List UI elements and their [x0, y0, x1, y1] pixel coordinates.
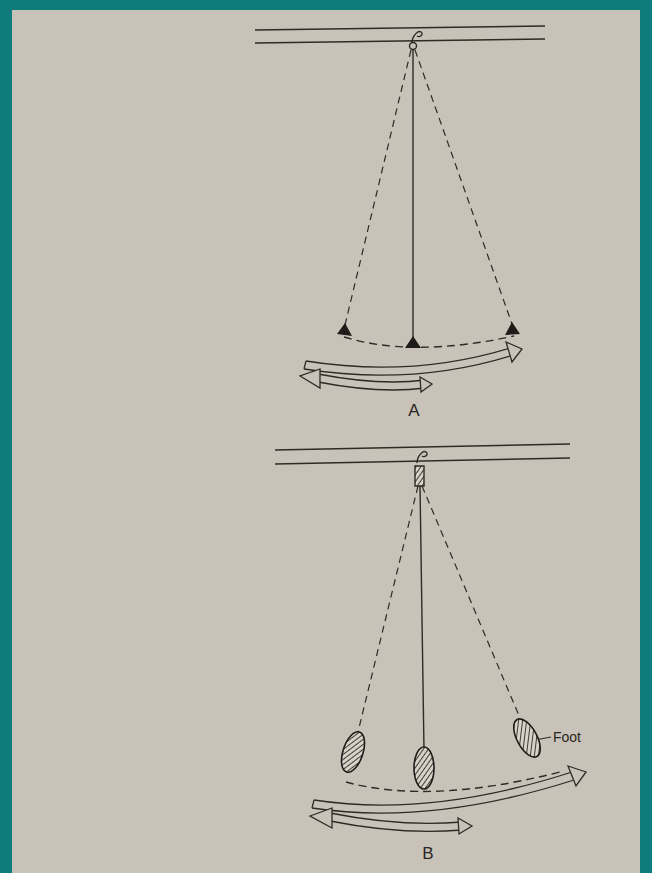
weight: [337, 323, 352, 336]
arrow-right-shaft: [312, 780, 574, 813]
hook: [417, 452, 427, 463]
swing-arc: [344, 336, 514, 347]
weight: [405, 336, 421, 348]
arrow-head: [300, 369, 320, 388]
support-bar: [255, 26, 545, 43]
string-right: [422, 486, 520, 718]
clamp: [415, 466, 424, 486]
feet-b: [337, 715, 546, 789]
arrow-left-shaft: [318, 374, 425, 382]
weights-a: [337, 322, 520, 348]
foot: [414, 747, 434, 789]
figure-label: B: [422, 845, 433, 862]
support-bar: [275, 444, 570, 464]
arrow-head: [310, 808, 332, 828]
hook: [412, 32, 422, 43]
figure-label: A: [408, 402, 419, 419]
arrow-tail: [312, 800, 314, 808]
arrow-head: [506, 342, 522, 362]
paper-ground: [12, 10, 640, 873]
string-right: [415, 50, 512, 324]
pendulum-a: [255, 26, 545, 392]
foot: [508, 715, 545, 761]
arrow-head: [568, 766, 586, 786]
swing-arc: [346, 772, 560, 791]
arrow-left-shaft: [330, 813, 462, 823]
string: [420, 486, 424, 750]
arrow-tail: [304, 361, 306, 369]
arrow-right-shaft: [314, 772, 572, 805]
weight: [505, 322, 520, 335]
pivot: [410, 43, 417, 50]
part-label: Foot: [553, 730, 581, 744]
arrow-left-shaft: [330, 821, 462, 831]
arrow-right-shaft: [304, 356, 510, 375]
arrow-head: [458, 818, 472, 834]
string-left: [345, 50, 411, 325]
string: [412, 50, 413, 338]
foot: [337, 729, 369, 775]
pendulum-b: [275, 444, 586, 834]
string-left: [358, 486, 418, 732]
arrow-head: [420, 377, 432, 392]
arrow-left-shaft: [318, 382, 425, 390]
